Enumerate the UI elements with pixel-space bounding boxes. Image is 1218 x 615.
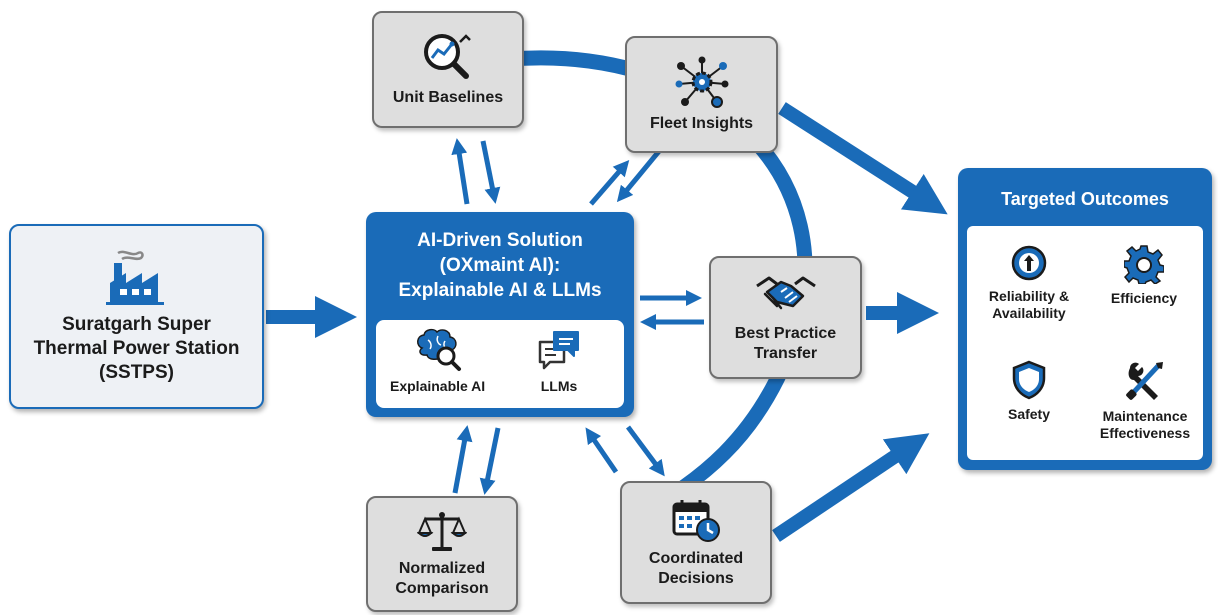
ai-solution-title: AI-Driven Solution (OXmaint AI): Explain… [366, 228, 634, 303]
outcome-safety[interactable]: Safety [973, 360, 1085, 423]
ai-title-line2: (OXmaint AI): [439, 255, 561, 276]
ai-title-line1: AI-Driven Solution [417, 230, 583, 251]
arrow-coordinated-to-outcomes [772, 433, 930, 542]
ai-components-panel: Explainable AI LLMs [376, 320, 624, 408]
ai-title-line3: Explainable AI & LLMs [398, 280, 602, 301]
calendar-clock-icon [672, 499, 720, 542]
targeted-outcomes-box[interactable]: Targeted Outcomes Reliability & Availabi… [958, 168, 1212, 470]
source-label-line2: Thermal Power Station [33, 337, 240, 359]
outcome-safety-line1: Safety [1007, 406, 1051, 422]
outcome-maintenance-line1: Maintenance [1102, 408, 1188, 424]
unit-baselines-label: Unit Baselines [392, 88, 504, 106]
shield-icon [1012, 360, 1046, 400]
llms-item[interactable]: LLMs [536, 328, 582, 394]
balance-scale-icon [417, 512, 467, 551]
llms-label: LLMs [540, 378, 578, 394]
unit-baselines-node[interactable]: Unit Baselines [372, 11, 524, 128]
explainable-ai-item[interactable]: Explainable AI [390, 328, 485, 394]
arrow-fleet-to-outcomes [778, 102, 948, 215]
network-gears-icon [675, 56, 728, 108]
coordinated-decisions-node[interactable]: Coordinated Decisions [620, 481, 772, 604]
up-arrow-circle-icon [1011, 245, 1047, 281]
best-practice-transfer-node[interactable]: Best Practice Transfer [709, 256, 862, 379]
normalized-comparison-node[interactable]: Normalized Comparison [366, 496, 518, 612]
best-practice-label-line2: Transfer [753, 344, 818, 362]
outcomes-title: Targeted Outcomes [1001, 189, 1169, 209]
factory-icon [105, 250, 164, 305]
wrench-screwdriver-icon [1126, 362, 1163, 400]
source-label-line1: Suratgarh Super [62, 313, 211, 335]
fleet-insights-label: Fleet Insights [649, 114, 754, 132]
normalized-label-line1: Normalized [398, 560, 486, 577]
brain-magnifier-icon [416, 328, 461, 371]
outcome-maintenance[interactable]: Maintenance Effectiveness [1089, 360, 1201, 442]
chart-magnifier-icon [424, 33, 471, 79]
explainable-ai-label: Explainable AI [390, 378, 486, 394]
fleet-insights-node[interactable]: Fleet Insights [625, 36, 778, 153]
gear-icon [1124, 245, 1164, 284]
outcome-maintenance-line2: Effectiveness [1099, 425, 1191, 441]
ai-solution-box[interactable]: AI-Driven Solution (OXmaint AI): Explain… [366, 212, 634, 417]
coordinated-label-line2: Decisions [658, 569, 734, 587]
outcome-efficiency[interactable]: Efficiency [1089, 244, 1199, 307]
outcome-reliability-line1: Reliability & [988, 288, 1070, 304]
outcome-efficiency-line1: Efficiency [1110, 290, 1178, 306]
source-power-station-box[interactable]: Suratgarh Super Thermal Power Station (S… [9, 224, 264, 409]
normalized-label-line2: Comparison [395, 580, 489, 597]
chat-bubbles-icon [538, 331, 579, 370]
handshake-icon [755, 276, 816, 309]
outcome-reliability-line2: Availability [992, 305, 1066, 321]
best-practice-label-line1: Best Practice [734, 324, 837, 342]
coordinated-label-line1: Coordinated [648, 549, 744, 567]
outcomes-panel: Reliability & Availability Efficiency Sa… [967, 226, 1203, 460]
source-label-line3: (SSTPS) [99, 361, 174, 383]
outcome-reliability[interactable]: Reliability & Availability [973, 244, 1085, 322]
